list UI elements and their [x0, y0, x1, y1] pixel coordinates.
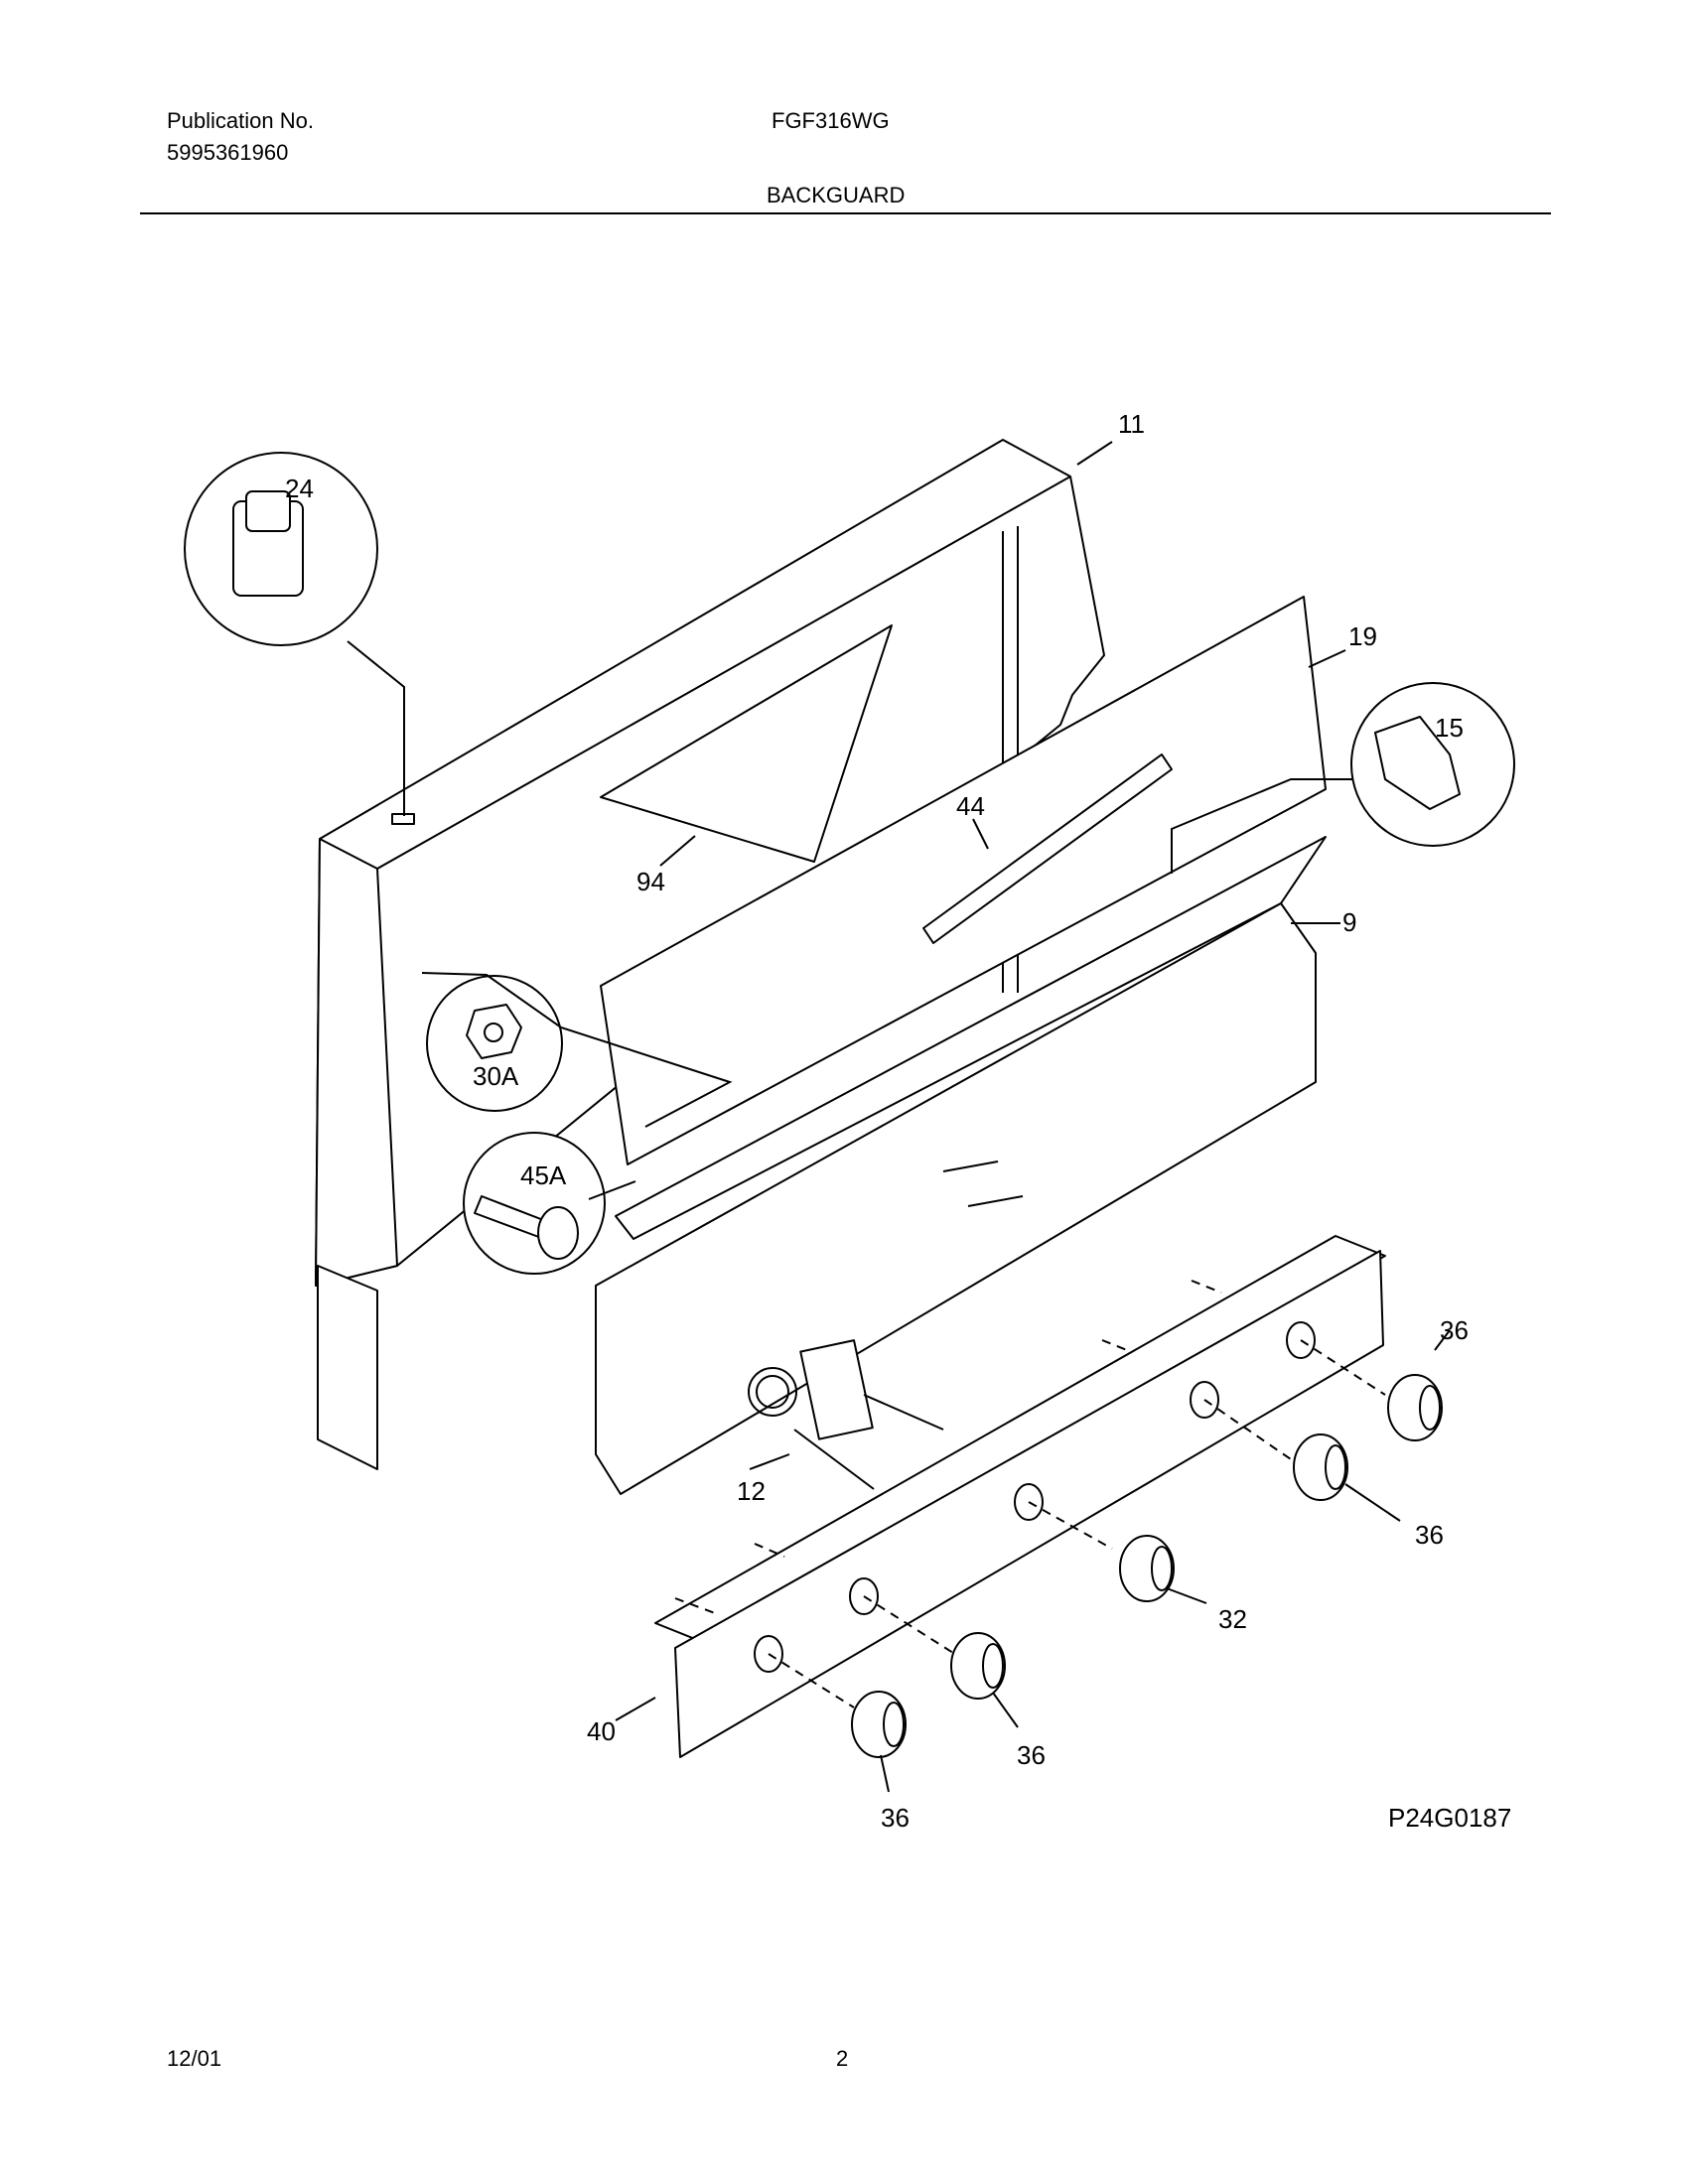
publication-label: Publication No. — [167, 108, 314, 133]
callout-36-mid-right: 36 — [1415, 1520, 1444, 1550]
knob-panel-part — [654, 1235, 1386, 1758]
callout-15: 15 — [1435, 713, 1464, 743]
rocker-switch-detail — [184, 452, 378, 646]
clip-detail — [1350, 682, 1515, 847]
callout-45a: 45A — [520, 1160, 567, 1190]
knob-36-top-right-part — [1387, 1374, 1443, 1441]
model-number: FGF316WG — [772, 108, 890, 133]
callout-32: 32 — [1218, 1604, 1247, 1634]
callout-94: 94 — [636, 867, 665, 896]
callout-36-mid-left: 36 — [1017, 1740, 1046, 1770]
footer-page-number: 2 — [836, 2046, 849, 2071]
header-rule — [140, 212, 1551, 214]
nut-detail — [426, 975, 563, 1112]
callout-40: 40 — [587, 1716, 616, 1746]
callout-11: 11 — [1118, 409, 1145, 439]
callout-36-bottom-left: 36 — [881, 1803, 910, 1833]
thermostat-part — [748, 1339, 944, 1490]
callout-12: 12 — [737, 1476, 766, 1506]
diagram-reference-code: P24G0187 — [1388, 1803, 1511, 1833]
trim-strip-part — [922, 753, 1173, 944]
bracket-part — [600, 624, 893, 863]
callout-30a: 30A — [473, 1061, 519, 1091]
projection-lines — [674, 1280, 1386, 1708]
knob-32-part — [1119, 1535, 1175, 1602]
callout-19: 19 — [1348, 621, 1377, 651]
footer-date: 12/01 — [167, 2046, 222, 2071]
publication-number: 5995361960 — [167, 140, 289, 165]
leader-lines — [347, 441, 1451, 1793]
callout-9: 9 — [1342, 907, 1356, 937]
callout-44: 44 — [956, 791, 985, 821]
manifold-panel-part — [595, 836, 1327, 1495]
callout-36-top-right: 36 — [1440, 1315, 1469, 1345]
screw-detail — [463, 1132, 606, 1275]
knob-36-bottom-left-part — [851, 1691, 907, 1758]
section-title: BACKGUARD — [767, 183, 906, 207]
callout-labels: 11 24 19 15 44 94 9 30A 45A 36 12 36 32 … — [285, 409, 1511, 1833]
knob-36-mid-right-part — [1293, 1433, 1348, 1501]
knob-36-mid-left-part — [950, 1632, 1006, 1700]
control-panel-part — [600, 596, 1327, 1165]
callout-24: 24 — [285, 474, 314, 503]
